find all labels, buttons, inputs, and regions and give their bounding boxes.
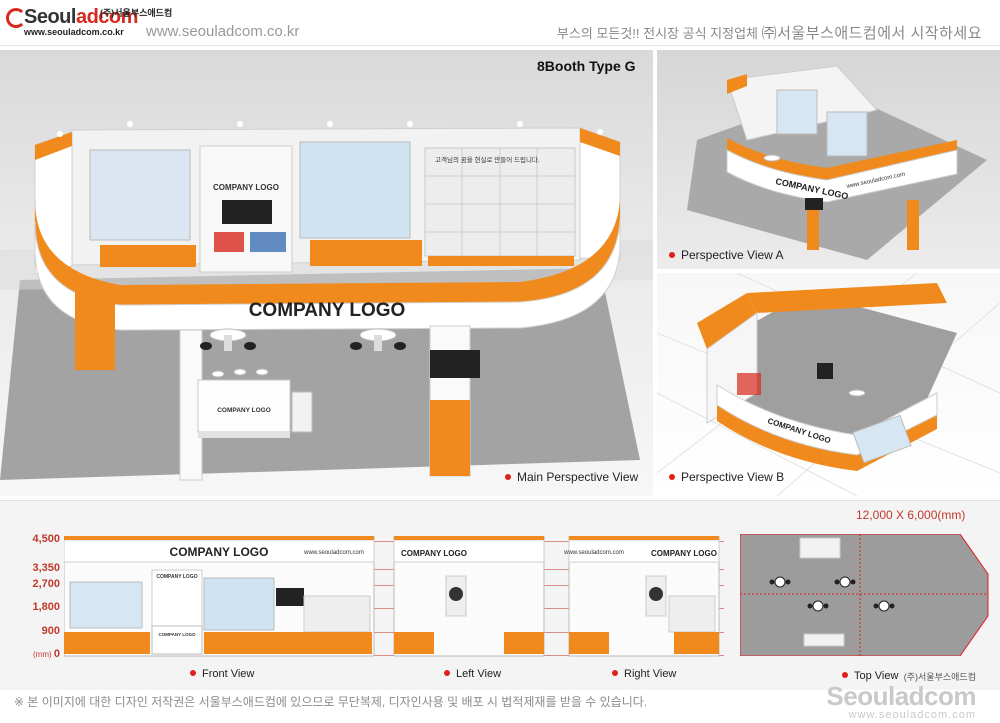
orange-base-center [310,240,422,266]
banner-text: 고객님의 꿈을 현실로 만들어 드립니다. [435,155,540,164]
main-caption: Main Perspective View [505,470,638,484]
shelf-grid [425,148,575,256]
logo-wordmark: Seouladcom [10,6,138,29]
tagline-small: 부스의 모든것!! 전시장 공식 지정업체 [556,26,758,41]
height-3350: 3,350 [32,562,60,574]
logo-accent: adcom [75,6,138,28]
perspective-a-panel: COMPANY LOGO www.seouladcom.com Perspect… [657,50,1000,269]
left-caption: Left View [444,668,501,680]
orange-base-right [428,256,574,266]
counter-logo: COMPANY LOGO [217,407,271,414]
left-logo: COMPANY LOGO [401,549,467,558]
elevation-drawings: COMPANY LOGO www.seouladcom.com COMPANY … [64,536,720,657]
logo-prefix: Seoul [24,6,76,28]
height-0: 0 [53,648,60,660]
tagline: 부스의 모든것!! 전시장 공식 지정업체 ㈜서울부스애드컴에서 시작하세요 [557,22,982,43]
main-caption-text: Main Perspective View [517,470,639,484]
top-view-floor [740,534,989,656]
height-2700: 2,700 [32,578,60,590]
perspective-b-caption-text: Perspective View B [681,470,785,484]
reception-counter: COMPANY LOGO [197,368,291,438]
top-caption-text: Top View [854,670,899,682]
fascia-logo: COMPANY LOGO [249,300,406,321]
right-elevation: www.seouladcom.com COMPANY LOGO [563,536,720,657]
bullet-icon [190,670,196,677]
left-elevation: COMPANY LOGO [393,536,545,657]
bullet-icon [505,473,511,480]
booth-type-title: 8Booth Type G [537,58,636,74]
right-caption: Right View [612,668,676,680]
front-inner-logo: COMPANY LOGO [156,574,197,580]
inner-room-logo: COMPANY LOGO [213,183,279,192]
bullet-icon [669,473,675,480]
left-caption-text: Left View [456,668,502,680]
front-caption: Front View [190,668,254,680]
bullet-icon [842,672,848,679]
logo-korean-name: (주)서울부스애드컴 [100,8,173,18]
fascia-white-a [726,149,958,203]
perspective-a-caption: Perspective View A [669,248,784,262]
footer-brand-name: Seouladcom [826,681,976,711]
height-unit: (mm) [33,650,52,659]
bullet-icon [612,670,618,677]
bullet-icon [444,670,450,677]
front-counter-logo: COMPANY LOGO [158,632,196,637]
height-900: 900 [41,625,60,637]
height-4500: 4,500 [32,533,60,545]
right-url: www.seouladcom.com [563,550,624,556]
right-logo: COMPANY LOGO [651,549,717,558]
top-view-plan [740,534,989,656]
perspective-a-render: COMPANY LOGO www.seouladcom.com [687,65,987,260]
front-logo: COMPANY LOGO [170,545,269,559]
logo-url: www.seouladcom.co.kr [24,27,124,37]
bullet-icon [669,251,675,258]
perspective-b-render: COMPANY LOGO [657,273,1000,496]
footer-brand-url: www.seouladcom.com [848,709,976,721]
header-bar: Seouladcom (주)서울부스애드컴 www.seouladcom.co.… [0,0,1000,46]
perspective-b-caption: Perspective View B [669,470,784,484]
main-booth-render: 고객님의 꿈을 현실로 만들어 드립니다. COMPANY LOGO COMPA… [0,121,653,481]
top-caption: Top View [842,670,898,682]
booth-size-label: 12,000 X 6,000(mm) [856,508,966,522]
seouladcom-logo: Seouladcom (주)서울부스애드컴 www.seouladcom.co.… [6,6,172,37]
main-perspective-panel: 8Booth Type G 고객님의 꿈을 현실로 만들어 드립니다. COMP… [0,50,653,496]
column-monitor [430,350,480,378]
right-wing [579,127,621,261]
poster-left [214,232,244,252]
front-elevation: COMPANY LOGO www.seouladcom.com COMPANY … [64,536,375,657]
orange-base-left [100,245,196,267]
site-url[interactable]: www.seouladcom.co.kr [146,23,300,40]
footer-brand: (주)서울부스애드컴 Seouladcom www.seouladcom.com [826,670,976,721]
perspective-b-panel: COMPANY LOGO Perspective View B [657,273,1000,496]
floor-b [717,293,957,443]
graphic-panel-left [89,149,191,241]
tv-monitor [222,200,272,224]
column-front-left [75,290,115,370]
graphic-panel-center [299,141,411,239]
table-set-1 [200,328,256,351]
spotlights [57,121,603,137]
perspective-a-caption-text: Perspective View A [681,248,784,262]
tagline-big: ㈜서울부스애드컴에서 시작하세요 [761,25,982,42]
copyright-note: ※ 본 이미지에 대한 디자인 저작권은 서울부스애드컴에 있으므로 무단복제,… [14,695,648,709]
table-set-2 [350,328,406,351]
top-band-b [747,283,947,313]
footer-brand-korean: (주)서울부스애드컴 [903,672,976,682]
poster-right [250,232,286,252]
height-1800: 1,800 [32,601,60,613]
front-caption-text: Front View [202,668,255,680]
front-url: www.seouladcom.com [303,550,364,556]
brochure-rack [291,391,313,433]
logo-swoosh-icon [6,8,26,28]
right-caption-text: Right View [624,668,677,680]
